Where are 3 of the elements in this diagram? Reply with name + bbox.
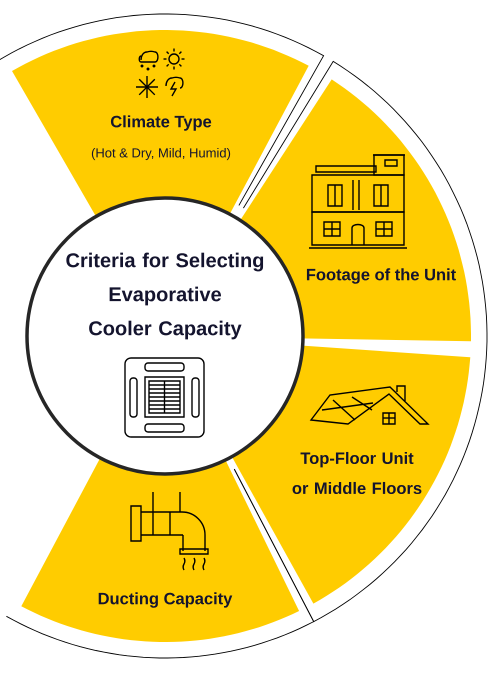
node-label: Climate Type <box>110 115 212 131</box>
sector-panel: Climate Type (Hot & Dry, Mild, Humid) <box>0 14 324 232</box>
node-label: (Hot & Dry, Mild, Humid) <box>92 148 230 160</box>
